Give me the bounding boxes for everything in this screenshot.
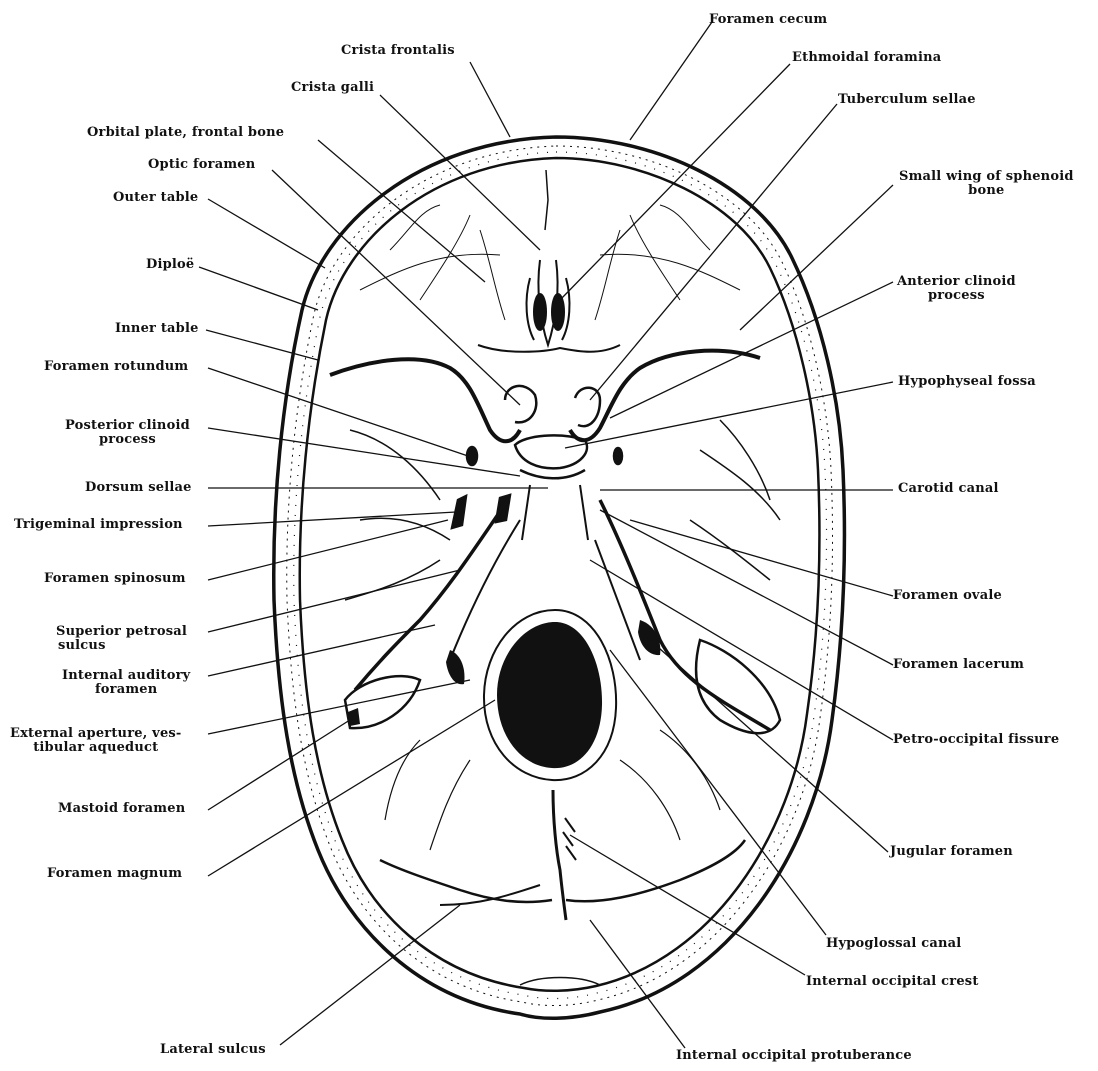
internal-occipital-crest-line [553,790,566,920]
cerebellar-ridge-right [620,730,720,840]
label-trigeminal-impression: Trigeminal impression [14,518,183,532]
foramen-ovale-mark-right [614,448,622,464]
label-foramen-magnum: Foramen magnum [47,867,182,881]
label-internal-auditory: Internal auditory foramen [62,669,190,697]
jugular-foramen-left [446,650,464,684]
leader-orbital-plate [318,140,485,282]
leader-diploe [199,267,318,310]
small-wing-left [330,359,520,441]
label-tuberculum-sellae: Tuberculum sellae [838,93,976,107]
leader-mastoid-foramen [208,718,353,810]
label-anterior-clinoid-line1: Anterior clinoid [897,275,1016,289]
label-internal-auditory-line1: Internal auditory [62,669,190,683]
sella-region [452,386,622,540]
leader-jugular-foramen [650,640,888,852]
label-foramen-cecum: Foramen cecum [709,13,827,27]
label-foramen-spinosum: Foramen spinosum [44,572,186,586]
label-foramen-ovale: Foramen ovale [893,589,1002,603]
label-dorsum-sellae: Dorsum sellae [85,481,192,495]
leader-hypophyseal-fossa [565,382,893,448]
clivus-outline [522,485,588,540]
label-external-aperture: External aperture, ves- tibular aqueduct [10,727,182,755]
leader-outer-table [208,199,325,268]
label-crista-galli: Crista galli [291,81,374,95]
label-internal-occipital-protuberance: Internal occipital protuberance [676,1049,912,1063]
leader-inner-table [206,330,318,360]
label-mastoid-foramen: Mastoid foramen [58,802,185,816]
foramen-magnum-shape [497,622,602,768]
label-external-aperture-line2: tibular aqueduct [10,741,182,755]
leader-lateral-sulcus [280,905,460,1045]
leader-foramen-spinosum [208,520,448,580]
label-diploe: Diploë [146,258,194,272]
label-small-wing: Small wing of sphenoid bone [899,170,1074,198]
label-superior-petrosal: Superior petrosal sulcus [56,625,187,653]
hypophyseal-fossa-outline [515,435,587,468]
cribriform-left [527,278,534,340]
jugum-line [478,345,620,352]
label-small-wing-line2: bone [899,184,1074,198]
label-inner-table: Inner table [115,322,199,336]
leader-crista-frontalis [470,62,510,137]
orbital-veins-right [595,205,710,320]
label-crista-frontalis: Crista frontalis [341,44,455,58]
label-superior-petrosal-line2: sulcus [56,639,187,653]
leader-foramen-ovale [630,520,893,596]
label-posterior-clinoid-line2: process [65,433,190,447]
label-petro-occipital: Petro-occipital fissure [893,733,1059,747]
label-hypophyseal-fossa: Hypophyseal fossa [898,375,1036,389]
leader-foramen-cecum [630,22,712,140]
foramen-rotundum-mark [467,447,477,465]
leader-ethmoidal-foramina [560,64,790,300]
outer-table-contour [274,137,845,1018]
cribriform-dark-left [534,294,546,330]
leader-crista-galli [380,95,540,250]
label-posterior-clinoid: Posterior clinoid process [65,419,190,447]
petrous-ridge-left-inner [450,520,520,660]
leader-anterior-clinoid [610,282,893,418]
label-jugular-foramen: Jugular foramen [890,845,1013,859]
label-orbital-plate: Orbital plate, frontal bone [87,126,284,140]
label-hypoglossal-canal: Hypoglossal canal [826,937,961,951]
anterior-clinoid-left [505,386,536,422]
label-anterior-clinoid-line2: process [897,289,1016,303]
label-foramen-rotundum: Foramen rotundum [44,360,188,374]
leader-internal-auditory [208,625,435,676]
label-lateral-sulcus: Lateral sulcus [160,1043,266,1057]
label-optic-foramen: Optic foramen [148,158,255,172]
jugular-foramen-right [638,620,660,655]
label-internal-auditory-line2: foramen [62,683,190,697]
leader-internal-occipital-crest [570,835,805,975]
cribriform-dark-right [552,294,564,330]
hypoglossal-mark [348,708,360,726]
label-posterior-clinoid-line1: Posterior clinoid [65,419,190,433]
crista-frontalis-mark [545,170,548,230]
petrous-ridge-left [355,500,508,690]
label-anterior-clinoid: Anterior clinoid process [897,275,1016,303]
label-internal-occipital-crest: Internal occipital crest [806,975,979,989]
leader-foramen-magnum [208,700,495,876]
label-external-aperture-line1: External aperture, ves- [10,727,182,741]
label-ethmoidal-foramina: Ethmoidal foramina [792,51,941,65]
anterior-fossa [330,170,760,441]
posterior-fossa [348,610,745,985]
dorsum-sellae-outline [520,470,585,478]
occipital-protuberance-rim [520,978,600,986]
label-outer-table: Outer table [113,191,198,205]
label-carotid-canal: Carotid canal [898,482,999,496]
label-foramen-lacerum: Foramen lacerum [893,658,1024,672]
cerebellar-ridge-left [385,740,470,850]
leader-external-aperture [208,680,470,734]
leader-foramen-rotundum [208,368,468,456]
label-small-wing-line1: Small wing of sphenoid [899,170,1074,184]
petrous-ridge-right [600,500,770,730]
orbital-veins-left [390,205,505,320]
skull-outline [274,137,845,1018]
transverse-sulcus-left [380,860,552,902]
label-superior-petrosal-line1: Superior petrosal [56,625,187,639]
leader-superior-petrosal [208,570,460,632]
crest-texture [563,818,576,860]
middle-fossa-right-veins [690,420,780,580]
